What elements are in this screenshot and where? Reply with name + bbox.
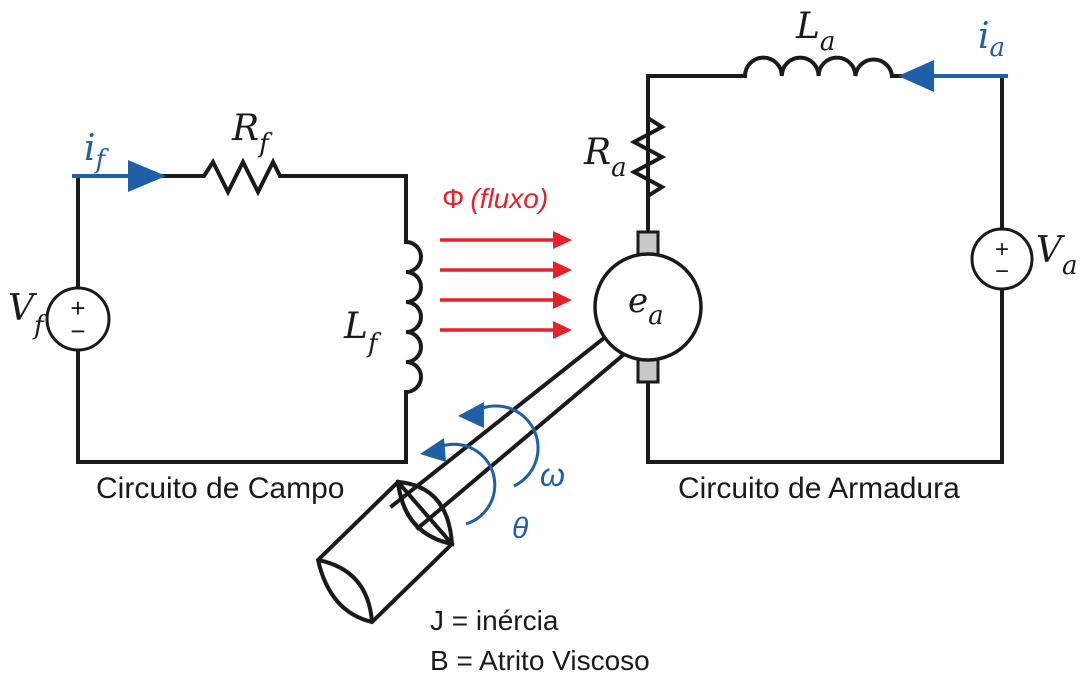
field-inductor-label: Lf bbox=[343, 306, 382, 359]
rotation-arrows bbox=[420, 402, 540, 526]
flux-label: Φ(fluxo) bbox=[442, 183, 548, 214]
shaft bbox=[389, 335, 607, 509]
field-source-minus: − bbox=[70, 316, 85, 346]
armature-wire-top-right bbox=[890, 74, 1004, 230]
armature-inductor-icon bbox=[743, 55, 894, 77]
field-inductor-icon bbox=[405, 240, 423, 394]
flux-arrows: Φ(fluxo) bbox=[440, 183, 572, 339]
field-source-label: Vf bbox=[8, 288, 48, 341]
field-resistor-label: Rf bbox=[231, 108, 273, 159]
armature-source-minus: − bbox=[995, 258, 1009, 285]
friction-label: B = Atrito Viscoso bbox=[430, 645, 650, 676]
theta-label: θ bbox=[512, 512, 529, 545]
motor-emf-label: ea bbox=[628, 281, 664, 331]
field-circuit-caption: Circuito de Campo bbox=[96, 472, 344, 505]
armature-resistor-icon bbox=[629, 110, 667, 208]
armature-voltage-source-icon: + − bbox=[970, 227, 1034, 291]
field-voltage-source-icon: + − bbox=[45, 286, 111, 352]
armature-circuit-caption: Circuito de Armadura bbox=[678, 472, 960, 505]
inertia-label: J = inércia bbox=[430, 605, 559, 636]
armature-inductor-label: La bbox=[795, 6, 835, 57]
load-icon bbox=[315, 479, 455, 625]
motor-icon: ea bbox=[593, 230, 703, 384]
shaft-and-load: ω θ J = inércia B = Atrito Viscoso bbox=[315, 335, 650, 676]
field-circuit: + − if Rf Lf Vf Circuito de Campo bbox=[8, 108, 423, 505]
field-wire-top bbox=[76, 174, 408, 244]
armature-source-label: Va bbox=[1036, 230, 1078, 281]
field-current-label: if bbox=[84, 128, 110, 175]
field-source-plus: + bbox=[70, 293, 85, 323]
armature-circuit: + − ea ia La Ra Va Circuit bbox=[583, 6, 1078, 505]
armature-current-label: ia bbox=[978, 16, 1005, 63]
armature-current-arrow bbox=[898, 60, 1008, 92]
armature-resistor-label: Ra bbox=[583, 132, 627, 183]
armature-wire-right-bottom bbox=[646, 288, 1004, 464]
armature-source-plus: + bbox=[995, 236, 1009, 263]
field-resistor-icon bbox=[196, 157, 286, 197]
field-wire-left-bottom bbox=[76, 350, 408, 464]
omega-label: ω bbox=[540, 457, 565, 493]
field-current-arrow bbox=[72, 160, 166, 192]
